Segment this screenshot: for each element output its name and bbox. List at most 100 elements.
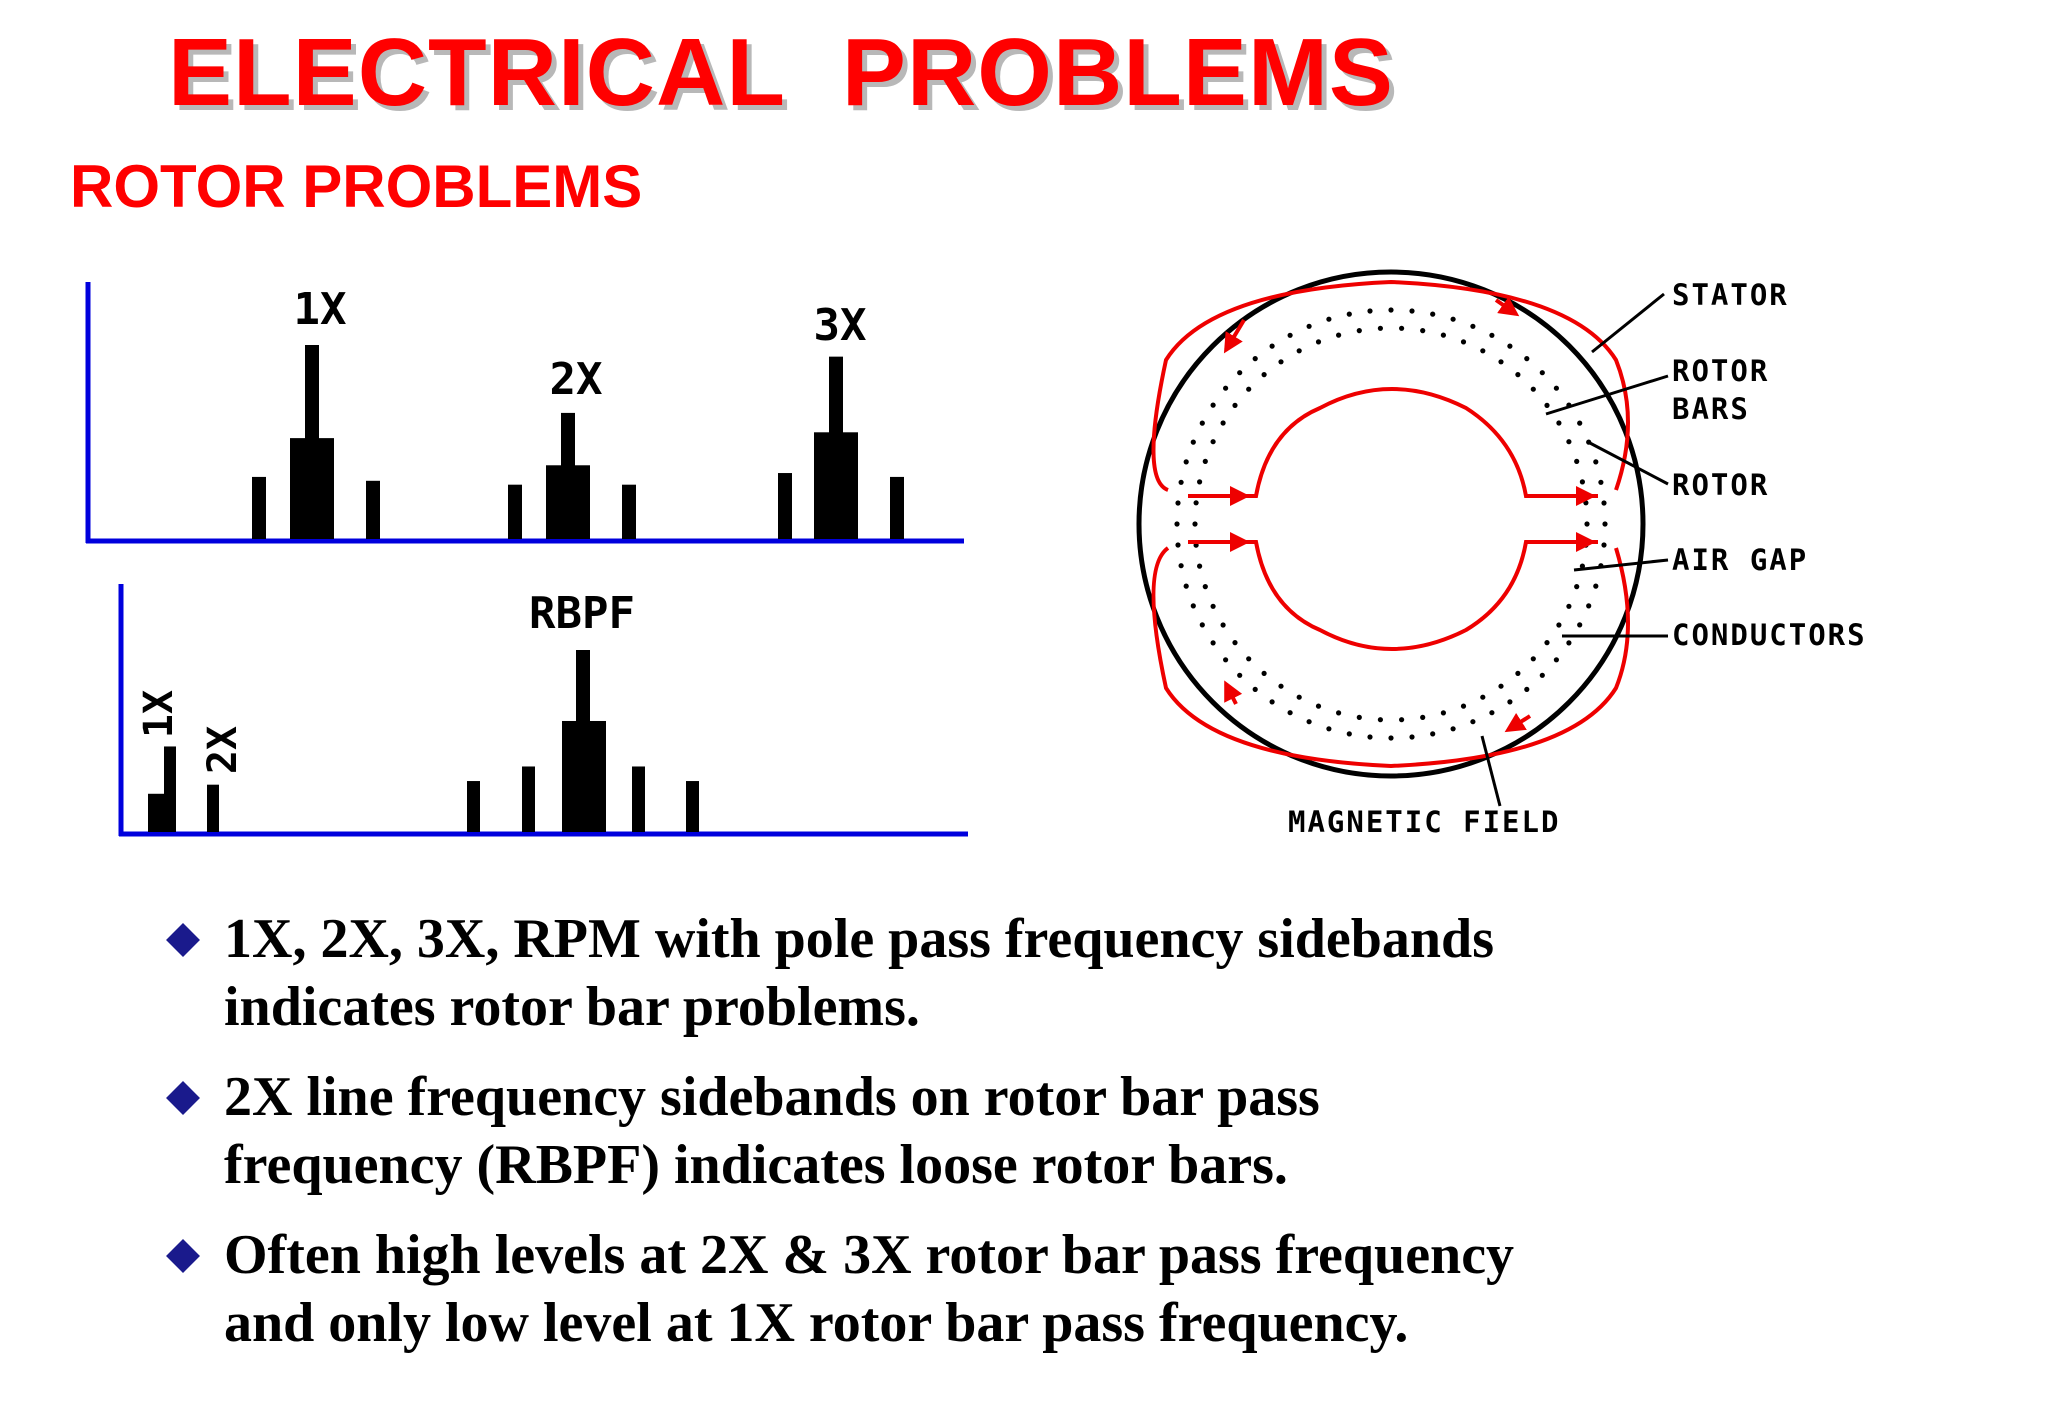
conductor-dot <box>1574 458 1580 464</box>
conductor-dot <box>1202 458 1208 464</box>
leader-magnetic-field <box>1480 735 1502 807</box>
conductor-dot <box>1287 332 1293 338</box>
conductor-dot <box>1183 583 1189 589</box>
conductor-dot <box>1278 683 1284 689</box>
conductor-dot <box>1278 359 1284 365</box>
conductor-dot <box>1252 686 1258 693</box>
field-arrow-upper-left <box>1223 318 1246 354</box>
conductor-dot <box>1544 640 1550 646</box>
conductor-dot <box>1326 726 1332 732</box>
conductor-dot <box>1460 339 1467 345</box>
conductor-dot <box>1190 603 1196 609</box>
spectrum-bar <box>622 484 636 539</box>
bullet-2-line-1: 2X line frequency sidebands on rotor bar… <box>224 1066 1320 1128</box>
leader-rotor-bars <box>1545 374 1669 416</box>
conductor-dot <box>1420 714 1426 721</box>
conductor-dot <box>1498 683 1504 689</box>
label-1x-bottom: 1X <box>136 690 182 738</box>
conductor-dot <box>1232 402 1238 408</box>
conductor-dot <box>1377 717 1383 723</box>
conductor-dot <box>1210 402 1216 408</box>
spectrum-bar <box>522 766 535 832</box>
conductor-dot <box>1346 731 1352 737</box>
conductor-dot <box>1530 386 1536 392</box>
conductor-dot <box>1498 359 1504 365</box>
conductor-dots <box>1174 307 1608 741</box>
conductor-dot <box>1409 734 1415 740</box>
conductor-dot <box>1601 500 1607 506</box>
conductor-dot <box>1223 385 1229 391</box>
spectrum-bar <box>366 480 380 539</box>
conductor-dot <box>1246 656 1252 662</box>
top-spectrum-panel: 1X 2X 3X <box>85 282 964 544</box>
conductor-dot <box>1237 672 1243 678</box>
conductor-dot <box>1593 459 1599 465</box>
conductor-dot <box>1269 699 1275 705</box>
diamond-bullet-icon <box>166 923 200 957</box>
field-arrow-upper-right <box>1494 296 1520 317</box>
conductor-dot <box>1489 710 1495 716</box>
label-stator: STATOR <box>1672 278 1789 312</box>
conductor-dot <box>1197 479 1203 485</box>
conductor-dot <box>1199 622 1205 628</box>
field-outer-upper <box>1151 279 1630 492</box>
conductor-dot <box>1430 731 1436 737</box>
conductor-dot <box>1577 420 1583 426</box>
spectrum-bar <box>508 484 522 539</box>
spectrum-bar <box>207 784 219 832</box>
conductor-dot <box>1296 694 1302 700</box>
label-2x-bottom: 2X <box>200 726 246 774</box>
conductor-dot <box>1183 459 1189 465</box>
conductor-dot <box>1346 311 1352 317</box>
conductor-dot <box>1356 328 1362 334</box>
conductor-dot <box>1202 584 1208 590</box>
conductor-dot <box>1601 542 1607 548</box>
conductor-dot <box>1524 686 1530 693</box>
conductor-dot <box>1336 710 1342 716</box>
conductor-dot <box>1306 323 1312 329</box>
label-magnetic-field: MAGNETIC FIELD <box>1288 805 1560 839</box>
conductor-dot <box>1388 307 1394 313</box>
conductor-dot <box>1252 356 1258 362</box>
leader-rotor <box>1587 440 1669 486</box>
conductor-dot <box>1556 622 1562 628</box>
field-outer-lower <box>1151 546 1630 769</box>
conductor-dot <box>1470 323 1476 329</box>
conductor-dot <box>1377 325 1383 331</box>
conductor-dot <box>1566 603 1572 609</box>
spectrum-bar <box>252 476 266 539</box>
spectrum-chart: 1X 2X 3X 1X 2X RBPF <box>85 282 968 837</box>
conductor-dot <box>1553 385 1559 391</box>
conductor-dot <box>1574 584 1580 590</box>
diamond-bullet-icon <box>166 1239 200 1273</box>
conductor-dot <box>1507 699 1513 705</box>
conductor-dot <box>1420 328 1426 334</box>
spectrum-bar <box>890 476 904 539</box>
conductor-dot <box>1586 603 1592 609</box>
spectrum-bar <box>467 781 480 832</box>
conductor-dot <box>1515 372 1521 378</box>
conductor-dot <box>1261 372 1267 378</box>
conductor-dot <box>1579 563 1585 569</box>
bullet-item: Often high levels at 2X & 3X rotor bar p… <box>166 1221 2008 1357</box>
label-conductors: CONDUCTORS <box>1672 618 1867 652</box>
conductor-dot <box>1367 734 1373 740</box>
conductor-dot <box>1356 714 1362 721</box>
bullet-1-line-2: indicates rotor bar problems. <box>224 976 920 1038</box>
conductor-dot <box>1210 439 1216 445</box>
conductor-dot <box>1579 479 1585 485</box>
leader-lines <box>1480 292 1669 807</box>
conductor-dot <box>1584 521 1590 527</box>
conductor-dot <box>1269 343 1275 349</box>
conductor-dot <box>1210 603 1216 609</box>
conductor-dot <box>1507 343 1513 349</box>
conductor-dot <box>1577 622 1583 628</box>
spectrum-bar <box>778 473 792 539</box>
label-rbpf: RBPF <box>529 588 635 639</box>
conductor-dot <box>1220 622 1226 628</box>
bullet-item: 1X, 2X, 3X, RPM with pole pass frequency… <box>166 905 2008 1041</box>
conductor-dot <box>1566 439 1572 445</box>
conductor-dot <box>1261 670 1267 677</box>
spectrum-bar <box>686 781 699 832</box>
conductor-dot <box>1556 420 1562 426</box>
